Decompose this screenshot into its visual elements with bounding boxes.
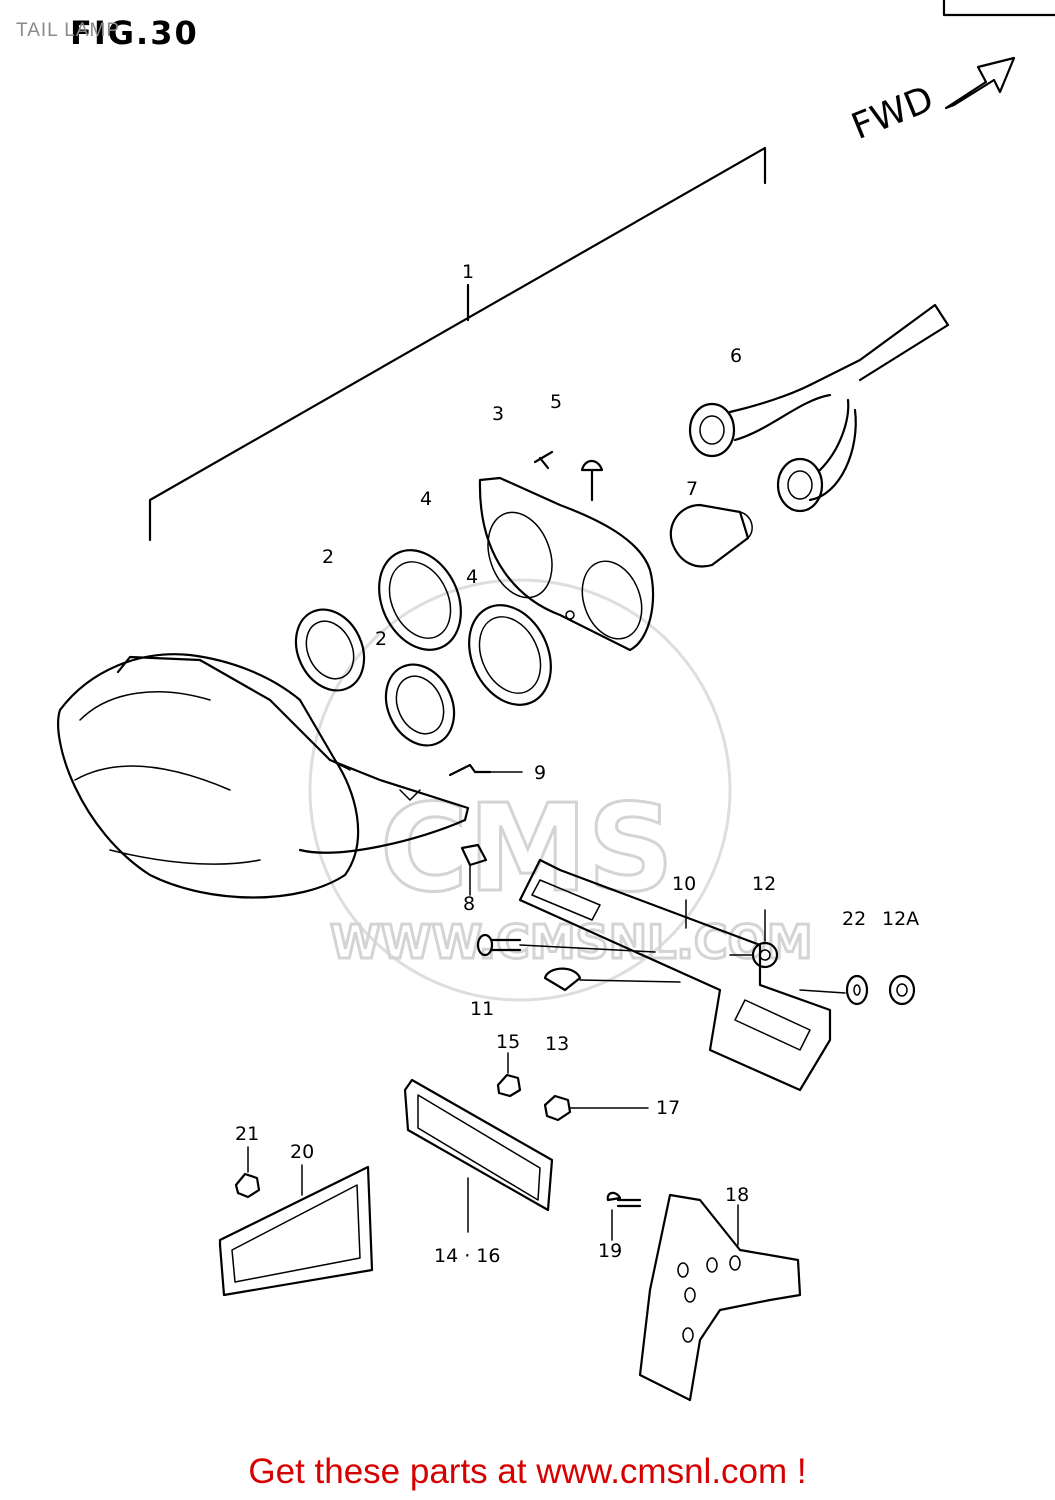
callout-20: 20 (290, 1141, 314, 1163)
callout-19: 19 (598, 1240, 622, 1262)
tail-lamp-housing (57, 653, 470, 899)
callout-22: 22 (842, 908, 866, 930)
callout-14-16: 14 · 16 (434, 1245, 500, 1267)
gasket-plate-3 (478, 476, 655, 652)
screw-5 (533, 450, 604, 502)
callout-17: 17 (656, 1097, 680, 1119)
socket-rings-2 (294, 608, 456, 747)
callout-4b: 4 (466, 566, 478, 588)
callout-11: 11 (470, 998, 494, 1020)
callout-4a: 4 (420, 488, 432, 510)
callout-3: 3 (492, 403, 504, 425)
screw-9 (448, 763, 492, 777)
callout-12: 12 (752, 873, 776, 895)
nut-17 (543, 1094, 572, 1122)
callout-7: 7 (686, 478, 698, 500)
figure-label: FIG.30 (70, 14, 199, 52)
page-corner-tab (942, 0, 1055, 17)
leader-line-13 (579, 979, 681, 983)
callout-13: 13 (545, 1033, 569, 1055)
bracket-stay-18 (638, 1193, 802, 1402)
nut-12a (888, 974, 916, 1006)
license-bracket-10 (518, 858, 832, 1092)
callout-15: 15 (496, 1031, 520, 1053)
watermark-brand: CMS (380, 780, 674, 919)
nut-12 (729, 909, 779, 969)
nut-21 (234, 1172, 261, 1199)
socket-harness-6 (688, 303, 950, 513)
callout-8: 8 (463, 893, 475, 915)
callout-10: 10 (672, 873, 696, 895)
screw-19 (606, 1191, 642, 1208)
callout-21: 21 (235, 1123, 259, 1145)
clip-8 (460, 843, 488, 867)
callout-labels: 1 2 2 3 4 4 5 6 7 8 9 10 11 12 12A 13 14… (235, 261, 919, 1267)
callout-6: 6 (730, 345, 742, 367)
nut-15 (496, 1073, 522, 1098)
forward-arrow-icon (944, 56, 1016, 110)
callout-2a: 2 (322, 546, 334, 568)
assembly-bracket (148, 146, 767, 542)
callout-12a: 12A (882, 908, 919, 930)
callout-2b: 2 (375, 628, 387, 650)
promo-link[interactable]: Get these parts at www.cmsnl.com ! (248, 1452, 807, 1491)
bulb-ring-4 (378, 549, 552, 706)
callout-18: 18 (725, 1184, 749, 1206)
bulb-7 (669, 503, 753, 568)
clip-13 (543, 967, 582, 992)
diagram-caption: TAIL LAMP (16, 20, 121, 41)
callout-1: 1 (462, 261, 474, 283)
washer-22 (799, 974, 869, 1006)
reflector-20 (218, 1164, 374, 1297)
callout-9: 9 (534, 762, 546, 784)
callout-5: 5 (550, 391, 562, 413)
bolt-11 (476, 933, 656, 957)
reflector-14-16 (403, 1078, 554, 1233)
